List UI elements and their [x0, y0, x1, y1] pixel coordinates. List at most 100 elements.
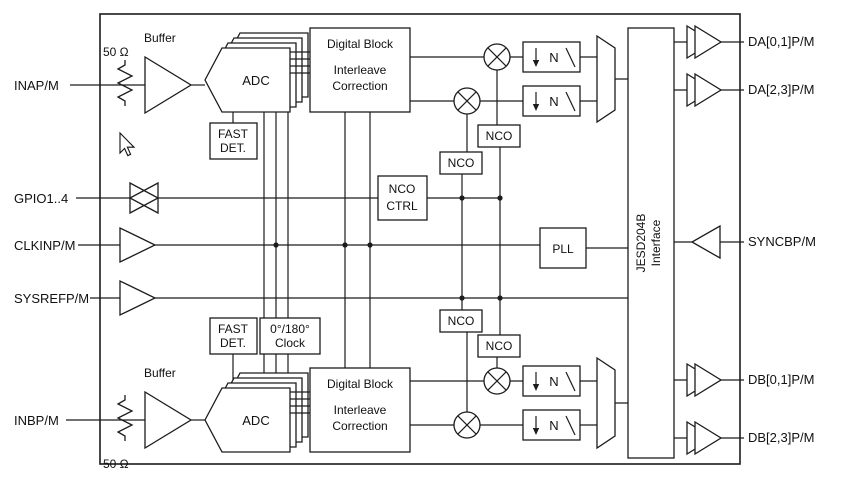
wire-nco-bus-verticals: [461, 147, 501, 335]
adc-b-stack: [204, 372, 309, 453]
decimator-n-label: N: [549, 418, 558, 433]
mixer-cross: [487, 371, 507, 391]
wire-clockgen-up: [263, 112, 289, 318]
decimator-slash: [565, 91, 576, 112]
input-buffer-a-icon: [144, 55, 193, 115]
wires: [66, 41, 744, 439]
digital-block-a: [309, 27, 411, 113]
decimator-slash: [565, 415, 576, 436]
decimator-a2: N: [522, 85, 581, 117]
decimator-n-label: N: [549, 50, 558, 65]
pin-label-syncb: SYNCBP/M: [748, 234, 816, 249]
nco-b2-label: NCO: [486, 339, 513, 353]
wire-jesd-drivers: [674, 41, 687, 439]
jesd-interface-block: [627, 27, 675, 459]
jesd-label-line2: Interface: [649, 219, 663, 266]
adc-bus-a: [290, 51, 310, 74]
wire-digital-verticals: [344, 112, 371, 368]
mixer-cross: [457, 415, 477, 435]
mux-a-icon: [596, 34, 616, 124]
digital-a-line1: Digital Block: [327, 37, 394, 51]
adc-a-sheet-1: [204, 47, 291, 113]
wire-digital-mixers-a: [410, 56, 484, 102]
fast-det-a: [209, 122, 258, 160]
decimator-n-label: N: [549, 374, 558, 389]
pin-label-sysref: SYSREFP/M: [14, 291, 89, 306]
nco-a2-block: [439, 151, 483, 175]
digital-b-line1: Digital Block: [327, 377, 394, 391]
mixer-a2: [453, 87, 481, 115]
nco-a2-label: NCO: [448, 156, 475, 170]
clock-gen-block: [259, 317, 321, 355]
resistor-icon-a: [116, 60, 134, 106]
clockgen-line2: Clock: [275, 336, 306, 350]
digital-block-b: [309, 367, 411, 453]
syncb-buffer-icon: [690, 224, 721, 260]
mixer-cross: [457, 91, 477, 111]
chip-outline: [99, 13, 741, 465]
pin-label-inap: INAP/M: [14, 78, 59, 93]
nco-a1-label: NCO: [486, 129, 513, 143]
digital-b-line3: Correction: [332, 419, 387, 433]
resistor-icon-b: [116, 395, 134, 441]
decimator-slash: [565, 47, 576, 68]
jesd-label-line1: JESD204B: [634, 214, 648, 273]
term-b-label: 50 Ω: [103, 457, 129, 471]
wire-drivers-pins: [721, 41, 744, 439]
mixer-b2: [453, 411, 481, 439]
wire-nco-mixer-b: [466, 332, 498, 412]
pin-label-da01: DA[0,1]P/M: [748, 34, 814, 49]
fastdet-a-line2: DET.: [220, 141, 246, 155]
nco-ctrl-block: [377, 175, 428, 221]
clkin-buffer-icon: [119, 226, 157, 264]
fastdet-b-line2: DET.: [220, 336, 246, 350]
adc-a-stack: [204, 32, 309, 113]
sysref-buffer-icon: [119, 279, 157, 317]
fastdet-b-line1: FAST: [218, 322, 249, 336]
digital-b-line2: Interleave: [334, 403, 387, 417]
output-driver-da23: [686, 72, 723, 108]
nco-ctrl-line2: CTRL: [386, 199, 418, 213]
wire-mixer-dec-a: [480, 56, 523, 102]
digital-a-line2: Interleave: [334, 63, 387, 77]
adc-bus-b: [290, 391, 310, 414]
adc-b-label: ADC: [242, 413, 269, 428]
nco-ctrl-line1: NCO: [389, 182, 416, 196]
mixer-a1: [483, 43, 511, 71]
pll-block: [539, 227, 587, 269]
pin-label-clkin: CLKINP/M: [14, 238, 75, 253]
mouse-cursor: [119, 131, 136, 157]
decimator-b2: N: [522, 409, 581, 441]
decimator-b1: N: [522, 365, 581, 397]
gpio-buffer-left-icon: [128, 181, 159, 215]
term-a-label: 50 Ω: [103, 45, 129, 59]
fastdet-a-line1: FAST: [218, 127, 249, 141]
pin-label-db01: DB[0,1]P/M: [748, 372, 814, 387]
digital-a-line3: Correction: [332, 79, 387, 93]
wire-dec-mux: [580, 56, 597, 426]
nco-b1-block: [439, 309, 483, 333]
decimator-a1: N: [522, 41, 581, 73]
output-driver-db01: [686, 362, 723, 398]
output-driver-db23: [686, 420, 723, 456]
pin-label-da23: DA[2,3]P/M: [748, 82, 814, 97]
mixer-cross: [487, 47, 507, 67]
pll-label: PLL: [552, 242, 574, 256]
buffer-b-label: Buffer: [144, 366, 176, 380]
pin-label-gpio: GPIO1..4: [14, 191, 68, 206]
adc-b-sheet-1: [204, 387, 291, 453]
mux-b-icon: [596, 356, 616, 450]
buffer-a-label: Buffer: [144, 31, 176, 45]
mixer-b1: [483, 367, 511, 395]
adc-a-label: ADC: [242, 73, 269, 88]
fast-det-b: [209, 317, 258, 355]
wire-mixer-dec-b: [480, 380, 523, 426]
wire-digital-mixers-b: [410, 380, 484, 426]
gpio-buffer-right-icon: [129, 181, 160, 215]
clockgen-line1: 0°/180°: [270, 322, 310, 336]
junction-dots: [273, 195, 503, 301]
nco-a1-block: [477, 124, 521, 148]
output-driver-da01: [686, 24, 723, 60]
decimator-n-label: N: [549, 94, 558, 109]
